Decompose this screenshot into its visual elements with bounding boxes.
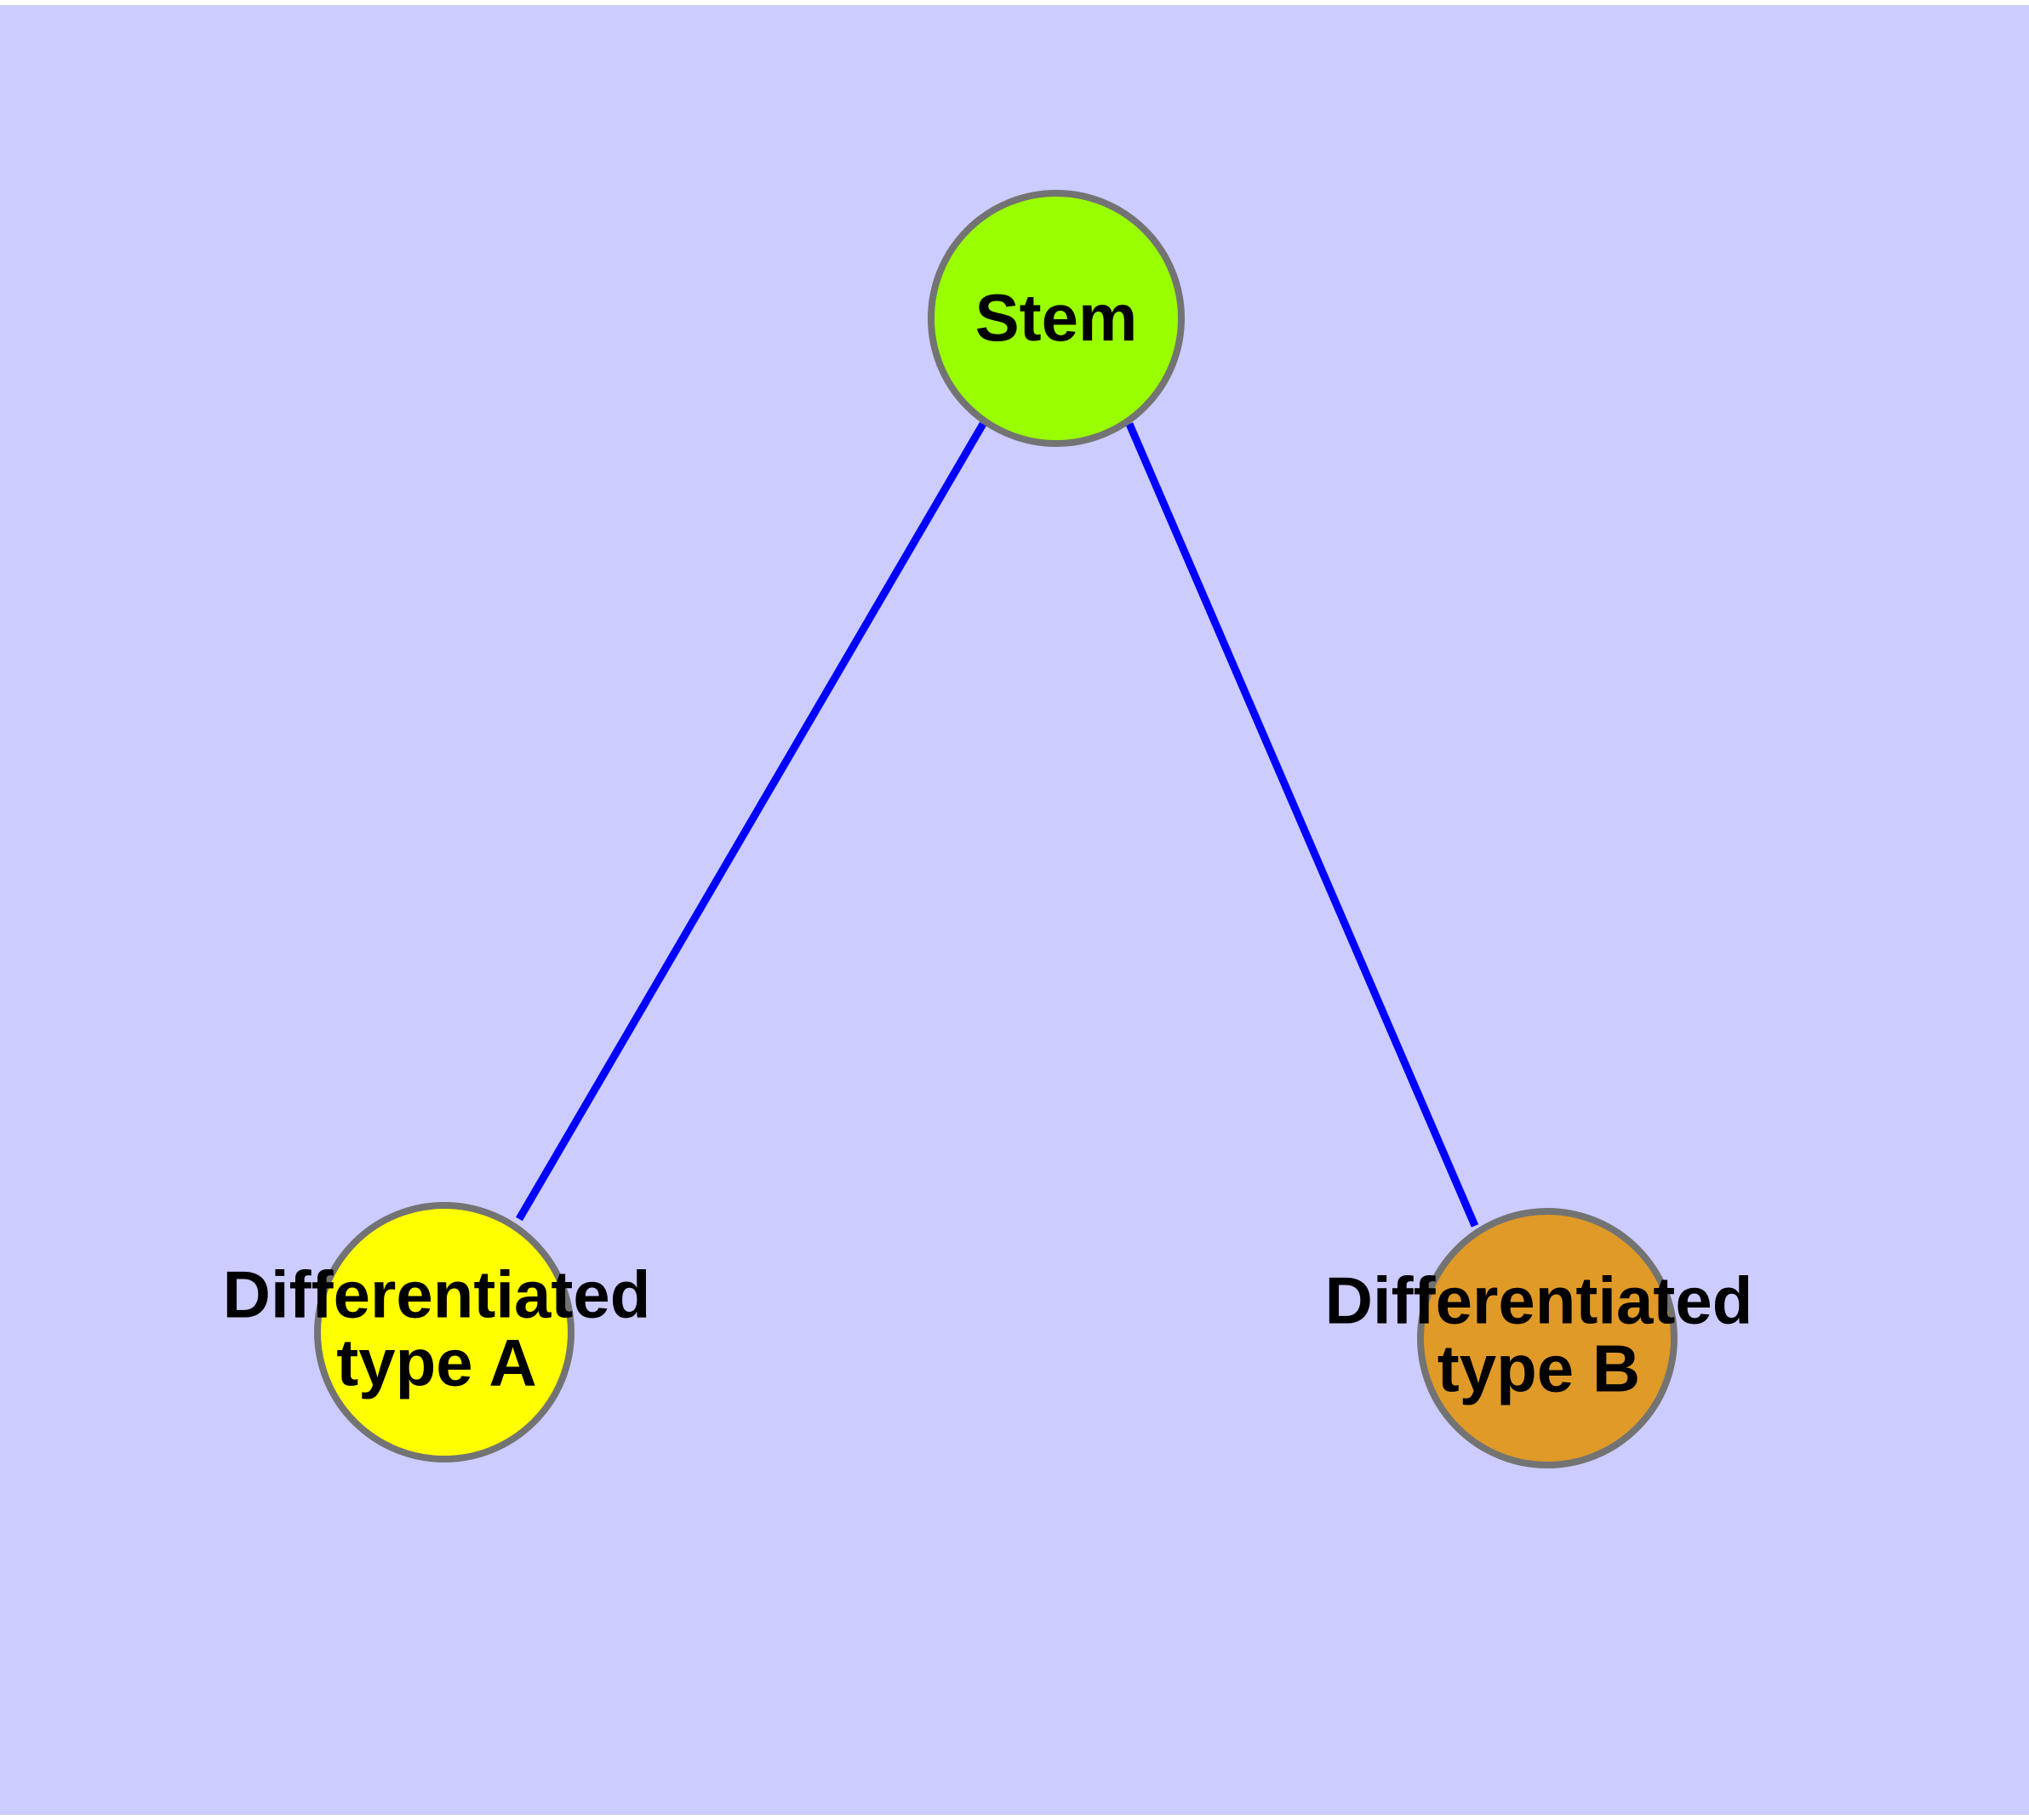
edge-layer <box>516 421 1479 1228</box>
node-differentiated-type-b[interactable] <box>1417 1208 1677 1468</box>
edge-stem-to-differentiated-type-a <box>516 421 986 1222</box>
edge-stem-to-differentiated-type-b <box>1125 422 1479 1228</box>
node-stem[interactable] <box>928 190 1185 447</box>
node-layer <box>314 190 1677 1468</box>
node-differentiated-type-a[interactable] <box>314 1202 574 1462</box>
